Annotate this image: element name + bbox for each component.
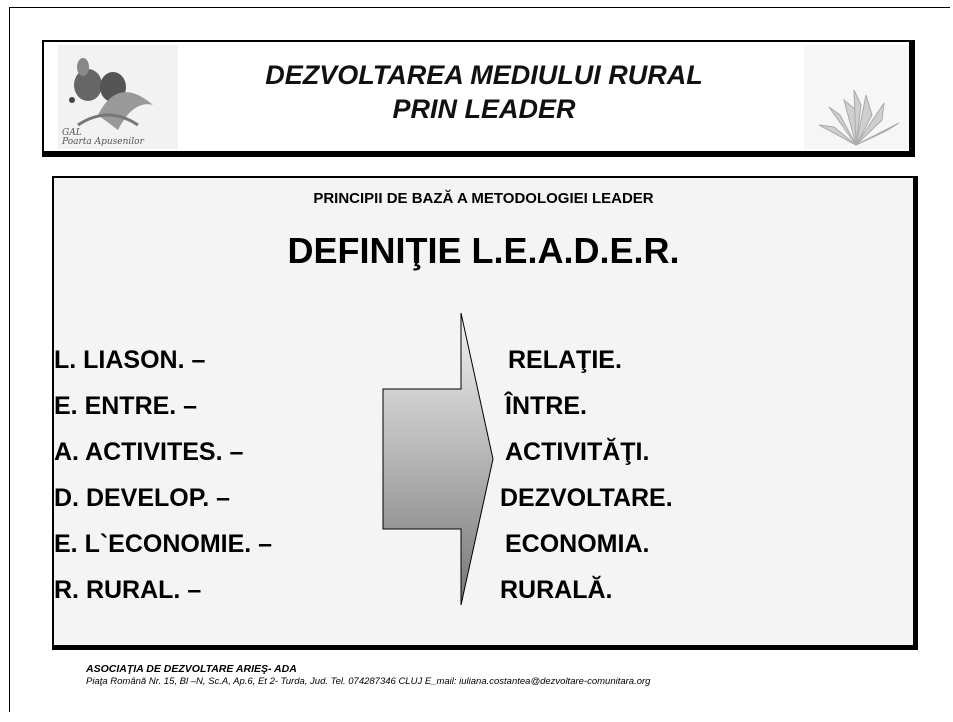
leader-right-1: RELAŢIE. bbox=[508, 346, 622, 374]
leader-right-5: ECONOMIA. bbox=[505, 530, 650, 558]
header-banner: GAL Poarta Apusenilor DEZVOLTAREA MEDIUL… bbox=[42, 40, 915, 157]
leader-left-5: E. L`ECONOMIE. – bbox=[54, 530, 273, 558]
leader-left-6: R. RURAL. – bbox=[54, 576, 202, 604]
slide-border bbox=[9, 7, 950, 712]
logo-text-gal: GAL bbox=[62, 128, 82, 138]
logo-image bbox=[69, 58, 153, 130]
leader-right-4: DEZVOLTARE. bbox=[500, 484, 673, 512]
leader-right-2: ÎNTRE. bbox=[505, 392, 587, 420]
page-title: DEFINIŢIE L.E.A.D.E.R. bbox=[287, 230, 680, 271]
section-subtitle: PRINCIPII DE BAZĂ A METODOLOGIEI LEADER bbox=[313, 190, 654, 207]
sunflower-image bbox=[804, 45, 909, 149]
logo-text-name: Poarta Apusenilor bbox=[62, 137, 144, 147]
content-panel: PRINCIPII DE BAZĂ A METODOLOGIEI LEADER … bbox=[52, 176, 918, 650]
footer-organization: ASOCIAŢIA DE DEZVOLTARE ARIEŞ- ADA bbox=[86, 663, 297, 675]
footer-address: Piaţa Română Nr. 15, Bl –N, Sc.A, Ap.6, … bbox=[86, 676, 651, 687]
right-arrow-icon bbox=[382, 313, 494, 605]
leader-right-3: ACTIVITĂŢI. bbox=[505, 438, 650, 466]
banner-title-line2: PRIN LEADER bbox=[392, 94, 576, 124]
banner-title-line1: DEZVOLTAREA MEDIULUI RURAL bbox=[265, 60, 703, 90]
banner-title: DEZVOLTAREA MEDIULUI RURAL PRIN LEADER bbox=[194, 58, 774, 126]
leader-left-1: L. LIASON. – bbox=[54, 346, 206, 374]
leader-right-6: RURALĂ. bbox=[500, 576, 613, 604]
gal-logo: GAL Poarta Apusenilor bbox=[58, 45, 178, 149]
flower-icon bbox=[818, 89, 900, 146]
leader-left-4: D. DEVELOP. – bbox=[54, 484, 230, 512]
leader-left-2: E. ENTRE. – bbox=[54, 392, 198, 420]
leader-left-3: A. ACTIVITES. – bbox=[54, 438, 244, 466]
logo-caption: GAL Poarta Apusenilor bbox=[62, 129, 144, 147]
